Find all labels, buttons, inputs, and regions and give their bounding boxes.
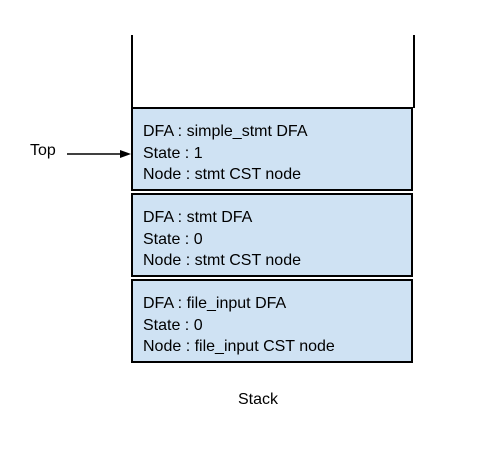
top-pointer-label: Top bbox=[30, 142, 56, 159]
frame-state-text: State : 1 bbox=[143, 144, 203, 162]
stack-caption: Stack bbox=[238, 391, 279, 408]
frame-dfa-text: DFA : simple_stmt DFA bbox=[143, 123, 308, 140]
frame-state-text: State : 0 bbox=[143, 316, 203, 334]
frame-node-text: Node : stmt CST node bbox=[143, 252, 301, 269]
frame-node-text: Node : stmt CST node bbox=[143, 166, 301, 183]
frame-dfa-text: DFA : file_input DFA bbox=[143, 295, 287, 312]
stack-left-wall bbox=[131, 35, 133, 108]
stack-right-wall bbox=[413, 35, 415, 108]
top-pointer-arrow-icon bbox=[67, 150, 131, 158]
frame-node-text: Node : file_input CST node bbox=[143, 338, 335, 355]
frame-dfa-text: DFA : stmt DFA bbox=[143, 209, 253, 226]
frame-state-text: State : 0 bbox=[143, 230, 203, 248]
stack-frame-middle: DFA : stmt DFA State : 0 Node : stmt CST… bbox=[131, 193, 413, 277]
stack-frame-bottom: DFA : file_input DFA State : 0 Node : fi… bbox=[131, 279, 413, 363]
stack-frame-top: DFA : simple_stmt DFA State : 1 Node : s… bbox=[131, 107, 413, 191]
